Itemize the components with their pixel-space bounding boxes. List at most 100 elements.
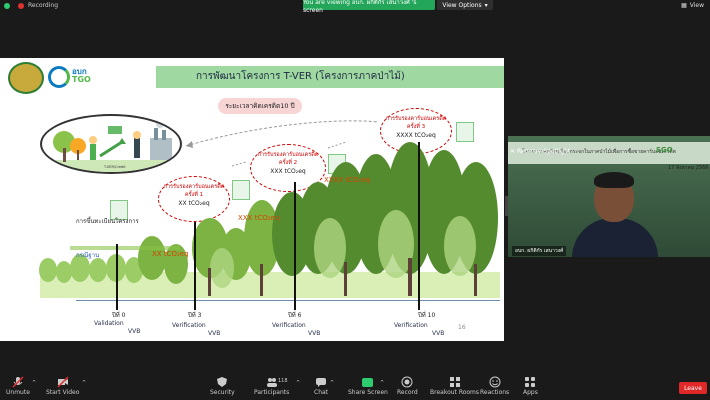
- participants-icon: [266, 376, 278, 388]
- view-options-button[interactable]: View Options ▾: [437, 0, 493, 10]
- year-10-tick: [418, 142, 420, 310]
- record-label: Record: [397, 389, 418, 396]
- year-0-tick: [116, 244, 118, 310]
- stage-label-10: Verification: [394, 322, 428, 329]
- slide-title: การพัฒนาโครงการ T-VER (โครงการภาคป่าไม้): [196, 71, 405, 82]
- co2-label-3: XXXX tCO₂eq: [324, 176, 371, 184]
- recording-label: Recording: [28, 2, 59, 9]
- record-icon: [401, 376, 413, 388]
- unmute-label: Unmute: [6, 389, 30, 396]
- certificate-icon: [232, 180, 250, 200]
- breakout-rooms-button[interactable]: Breakout Rooms: [430, 376, 479, 396]
- security-label: Security: [210, 389, 235, 396]
- vvb-label-10: VVB: [432, 330, 445, 337]
- share-screen-button[interactable]: Share Screen: [348, 376, 388, 396]
- start-video-button[interactable]: Start Video: [46, 376, 79, 396]
- credit-bubble-1: การรับรองคาร์บอนเครดิต ครั้งที่ 1 XX tCO…: [158, 176, 230, 222]
- crediting-period-pill: ระยะเวลาคิดเครดิต10 ปี: [218, 98, 302, 114]
- record-dot-icon: [18, 2, 24, 9]
- government-seal-logo: [8, 62, 44, 94]
- viewing-banner: You are viewing อบก. ผกิติกัร เสนาวงศ์ '…: [303, 0, 435, 14]
- remove-spotlight-label: Remove Spotlight: [517, 148, 571, 155]
- participants-button[interactable]: Participants: [254, 376, 289, 396]
- chevron-up-icon[interactable]: ^: [296, 380, 301, 386]
- tgo-logo-text: อบก TGO: [72, 68, 91, 84]
- share-screen-icon: [362, 376, 374, 388]
- vvb-label-6: VVB: [308, 330, 321, 337]
- breakout-rooms-label: Breakout Rooms: [430, 389, 480, 396]
- apps-button[interactable]: Apps: [523, 376, 538, 396]
- timeline-axis: [76, 300, 500, 301]
- stage-label-0: Validation: [94, 320, 124, 327]
- meeting-toolbar: [0, 374, 710, 400]
- share-screen-label: Share Screen: [348, 389, 388, 396]
- bubble-3-round: ครั้งที่ 3: [406, 124, 426, 130]
- view-options-label: View Options: [442, 1, 482, 9]
- apps-icon: [524, 376, 536, 388]
- bubble-3-title: การรับรองคาร์บอนเครดิต: [385, 116, 447, 122]
- unmute-button[interactable]: Unmute: [6, 376, 30, 396]
- year-label-3: ปีที่ 3: [188, 312, 202, 319]
- year-6-tick: [294, 182, 296, 310]
- bubble-1-title: การรับรองคาร์บอนเครดิต: [163, 184, 225, 190]
- close-icon: ✕: [510, 148, 516, 155]
- oval-caption: T-VER/Credit: [103, 165, 126, 169]
- certificate-icon: [110, 200, 128, 220]
- illustration-oval: T-VER/Credit: [40, 114, 182, 174]
- registration-label: การขึ้นทะเบียนโครงการ: [76, 218, 139, 225]
- logo-text-a: อบก: [72, 67, 87, 76]
- chat-button[interactable]: Chat: [314, 376, 328, 396]
- bubble-3-value: XXXX tCO₂eq: [396, 132, 436, 139]
- title-bar: [156, 66, 504, 88]
- video-off-icon: [57, 376, 69, 388]
- shield-icon: [4, 2, 10, 9]
- chat-icon: [315, 376, 327, 388]
- participants-label: Participants: [254, 389, 290, 396]
- video-date: 17 สิงหาคม 2566: [668, 165, 709, 171]
- year-3-tick: [194, 222, 196, 310]
- video-logo: SGO: [656, 146, 673, 154]
- chevron-up-icon[interactable]: ^: [32, 380, 37, 386]
- stage-label-6: Verification: [272, 322, 306, 329]
- grid-icon: ▦: [681, 2, 687, 9]
- speaker-hair: [594, 172, 634, 188]
- view-label: View: [689, 2, 704, 9]
- record-button[interactable]: Record: [397, 376, 418, 396]
- bubble-1-value: XX tCO₂eq: [178, 200, 210, 207]
- reactions-button[interactable]: Reactions: [480, 376, 509, 396]
- year-label-10: ปีที่ 10: [418, 312, 436, 319]
- smiley-icon: [489, 376, 501, 388]
- start-video-label: Start Video: [46, 389, 80, 396]
- vvb-label-3: VVB: [208, 330, 221, 337]
- shield-icon: [216, 376, 228, 388]
- view-button[interactable]: ▦ View: [681, 2, 704, 9]
- remove-spotlight-button[interactable]: ✕ Remove Spotlight: [510, 148, 570, 155]
- panel-collapse-handle[interactable]: [505, 196, 509, 216]
- reactions-label: Reactions: [480, 389, 510, 396]
- participant-name: อบก. ผกิติกัร เสนาวงศ์: [512, 246, 567, 256]
- leave-button[interactable]: Leave: [679, 382, 707, 394]
- bubble-2-value: XXX tCO₂eq: [270, 168, 306, 175]
- shared-slide: การพัฒนาโครงการ T-VER (โครงการภาคป่าไม้)…: [0, 58, 504, 341]
- security-button[interactable]: Security: [210, 376, 235, 396]
- baseline-label: กรณีฐาน: [76, 252, 100, 259]
- bubble-1-round: ครั้งที่ 1: [184, 192, 204, 198]
- chevron-up-icon[interactable]: ^: [82, 380, 87, 386]
- speaker-video-tile[interactable]: โครงการ ลดก๊าซเรือนกระจกในภาคป่าไม้เพื่อ…: [508, 136, 710, 257]
- certificate-icon: [456, 122, 474, 142]
- chevron-up-icon[interactable]: ^: [380, 380, 385, 386]
- participants-count: 118: [278, 378, 288, 384]
- recording-indicator[interactable]: Recording: [4, 2, 58, 9]
- stage-label-3: Verification: [172, 322, 206, 329]
- chevron-up-icon[interactable]: ^: [330, 380, 335, 386]
- apps-label: Apps: [523, 389, 538, 396]
- page-number: 16: [458, 324, 466, 331]
- vvb-label-0: VVB: [128, 328, 141, 335]
- timeline-arrows: [185, 120, 379, 167]
- microphone-muted-icon: [12, 376, 24, 388]
- video-banner: [508, 142, 710, 164]
- forest-growth-illustration: [39, 142, 500, 298]
- breakout-rooms-icon: [449, 376, 461, 388]
- co2-label-1: XX tCO₂eq: [152, 250, 189, 258]
